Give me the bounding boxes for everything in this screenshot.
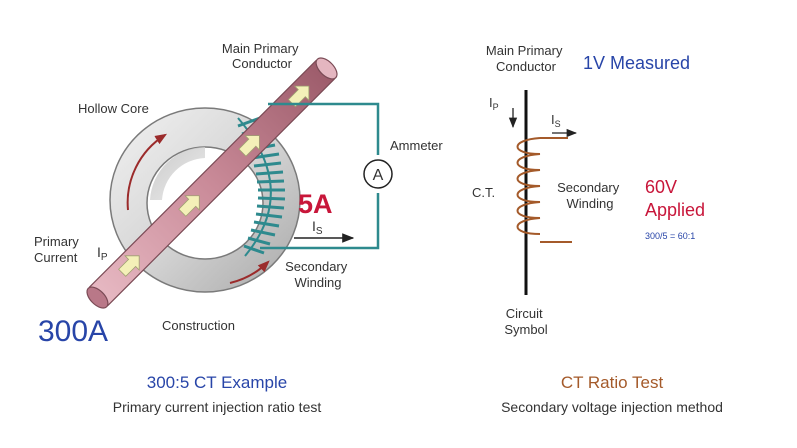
applied-voltage-label: 60V Applied <box>645 177 705 220</box>
primary-current-label: Primary Current <box>34 234 82 265</box>
construction-label: Construction <box>162 318 235 333</box>
hollow-core-label: Hollow Core <box>78 101 149 116</box>
ip-label: IP <box>97 244 108 263</box>
ct-label: C.T. <box>472 185 495 200</box>
ct-coil <box>516 137 572 243</box>
left-panel-subtitle: Primary current injection ratio test <box>113 399 322 415</box>
ammeter-symbol: A <box>373 167 384 184</box>
left-panel: A Ammeter IS 5A Main Primary Conductor H… <box>34 41 443 415</box>
left-secondary-winding-label: Secondary Winding <box>285 259 351 290</box>
left-panel-title: 300:5 CT Example <box>147 373 287 392</box>
is-label: IS <box>312 218 323 237</box>
right-main-primary-conductor-label: Main Primary Conductor <box>486 43 566 74</box>
ammeter-label: Ammeter <box>390 138 443 153</box>
primary-conductor <box>86 57 338 309</box>
right-panel-title: CT Ratio Test <box>561 373 664 392</box>
ratio-label: 300/5 = 60:1 <box>645 231 695 241</box>
flux-arrow-left <box>126 133 168 211</box>
right-panel-subtitle: Secondary voltage injection method <box>501 399 723 415</box>
secondary-current-value: 5A <box>298 189 333 219</box>
flux-arrow-bottom <box>229 260 270 284</box>
right-is-label: IS <box>551 112 561 129</box>
ammeter: A <box>363 159 393 189</box>
measured-voltage-label: 1V Measured <box>583 53 690 73</box>
right-secondary-winding-label: Secondary Winding <box>557 180 623 211</box>
left-main-primary-conductor-label: Main Primary Conductor <box>222 41 302 71</box>
right-ip-label: IP <box>489 95 499 112</box>
circuit-symbol-label: Circuit Symbol <box>504 306 547 337</box>
secondary-circuit <box>260 102 380 250</box>
right-panel: Main Primary Conductor 1V Measured IP IS… <box>472 43 723 415</box>
primary-amps-value: 300A <box>38 315 108 348</box>
